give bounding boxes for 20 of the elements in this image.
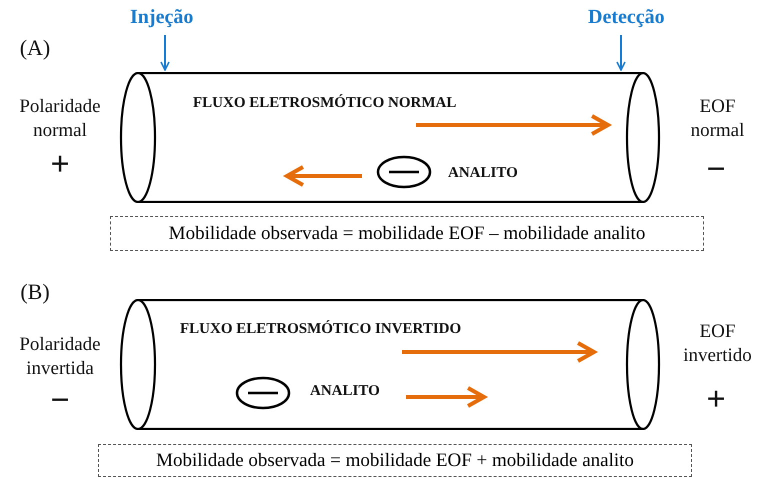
analyte-label: ANALITO [310,383,380,400]
polarity-sign: + [49,150,71,180]
analyte-label: ANALITO [448,165,518,182]
side-label: Polaridade normal [18,95,102,143]
polarity-sign: − [49,386,71,416]
equation-box: Mobilidade observada = mobilidade EOF + mobilidade analito [98,444,692,477]
flow-label: FLUXO ELETROSMÓTICO INVERTIDO [180,321,462,338]
arrow [160,35,170,71]
flow-label: FLUXO ELETROSMÓTICO NORMAL [193,95,456,112]
panel-label: (A) [18,36,52,60]
polarity-sign: − [705,155,727,185]
panel-label: (B) [19,280,51,304]
side-label: EOF normal [690,95,746,143]
equation-box: Mobilidade observada = mobilidade EOF – mobilidade analito [110,216,704,251]
side-label: Polaridade invertida [18,333,102,381]
arrow [616,35,626,71]
polarity-sign: + [705,385,727,415]
side-label: EOF invertido [682,320,753,368]
process-label: Injeção [130,6,194,29]
process-label: Detecção [588,6,665,29]
